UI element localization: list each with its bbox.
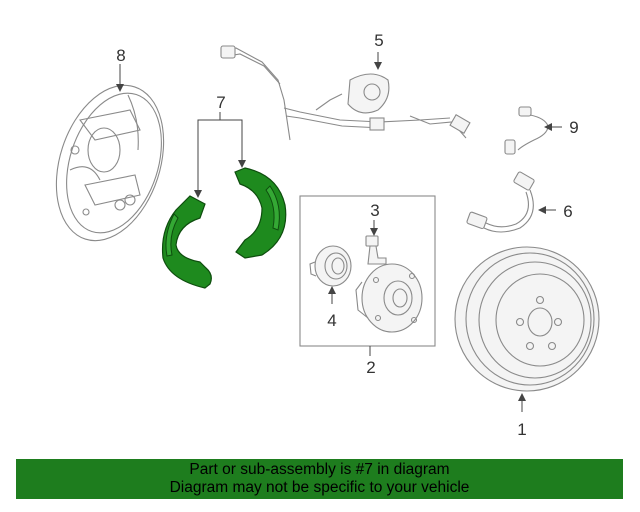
part-8-backing-plate[interactable] bbox=[38, 71, 183, 254]
part-6-brake-hose[interactable] bbox=[466, 171, 535, 233]
part-3-hub-bolt[interactable] bbox=[365, 235, 387, 265]
leader-5-arrow bbox=[374, 62, 382, 70]
leader-8-arrow bbox=[116, 84, 124, 92]
callout-3: 3 bbox=[370, 201, 379, 220]
part-4-bearing[interactable] bbox=[309, 245, 352, 287]
part-1-brake-drum[interactable] bbox=[454, 246, 600, 392]
callout-2: 2 bbox=[366, 358, 375, 377]
leader-7-arrow-left bbox=[194, 190, 202, 198]
banner-line-1: Part or sub-assembly is #7 in diagram bbox=[189, 461, 450, 478]
callout-5: 5 bbox=[374, 31, 383, 50]
part-5-speed-sensor-harness[interactable] bbox=[220, 45, 471, 141]
leader-3-arrow bbox=[370, 228, 378, 236]
callout-7: 7 bbox=[216, 93, 225, 112]
leader-6-arrow bbox=[538, 206, 546, 214]
hub-flange[interactable] bbox=[355, 263, 423, 333]
callout-1: 1 bbox=[517, 420, 526, 439]
callout-9: 9 bbox=[569, 118, 578, 137]
info-banner: Part or sub-assembly is #7 in diagram Di… bbox=[16, 459, 623, 499]
leader-7-arrow-right bbox=[238, 160, 246, 168]
part-7-brake-shoes[interactable] bbox=[161, 167, 287, 289]
banner-line-2: Diagram may not be specific to your vehi… bbox=[169, 479, 470, 496]
part-9-sensor-lead[interactable] bbox=[504, 106, 549, 155]
callout-6: 6 bbox=[563, 202, 572, 221]
parts-diagram: 8 7 5 9 6 bbox=[38, 31, 600, 439]
callout-8: 8 bbox=[116, 46, 125, 65]
callout-4: 4 bbox=[327, 311, 336, 330]
leader-7-bracket bbox=[197, 119, 243, 196]
leader-9-arrow bbox=[544, 123, 552, 131]
leader-1-arrow bbox=[518, 393, 526, 401]
leader-4-arrow bbox=[328, 286, 336, 294]
part-2-bounding-box bbox=[299, 195, 436, 347]
